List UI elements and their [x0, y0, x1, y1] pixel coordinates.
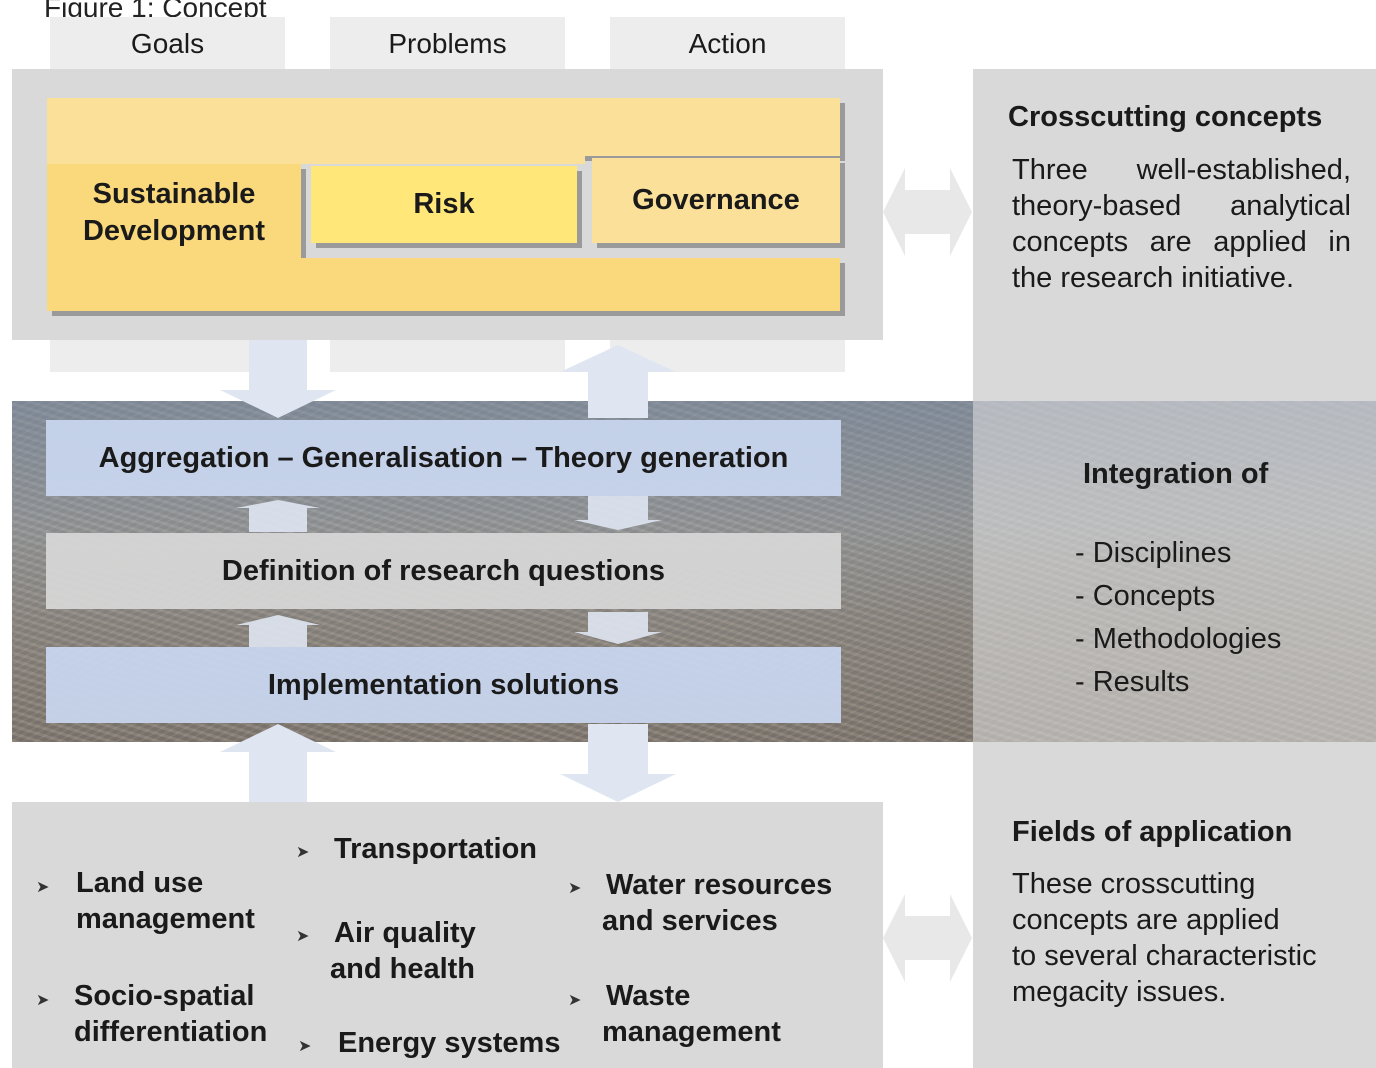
application-line: management	[602, 1016, 781, 1048]
concepts-bottom-band	[47, 258, 840, 311]
crosscutting-line: Three well-established,	[1012, 154, 1351, 186]
crosscutting-description: Three well-established, theory-based ana…	[1012, 152, 1351, 296]
fields-line: megacity issues.	[1012, 976, 1227, 1008]
application-socio-spatial: Socio-spatial differentiation	[74, 978, 267, 1050]
arrow-down-to-applications	[560, 724, 676, 802]
definition-bar: Definition of research questions	[46, 533, 841, 609]
fields-line: These crosscutting	[1012, 868, 1256, 900]
column-extension-problems	[330, 340, 565, 372]
application-line: Waste	[606, 980, 691, 1012]
arrow-up-to-concepts	[560, 345, 676, 418]
application-line: Transportation	[334, 833, 538, 865]
application-line: Energy systems	[338, 1027, 561, 1059]
application-line: Air quality	[334, 917, 476, 949]
integration-item: - Disciplines	[1075, 537, 1232, 569]
fields-description: These crosscutting concepts are applied …	[1012, 866, 1362, 1010]
sustainable-development-box: Sustainable Development	[47, 164, 301, 261]
double-arrow-crosscutting	[883, 168, 972, 256]
application-energy: Energy systems	[338, 1025, 560, 1061]
arrow-up-from-applications	[220, 724, 336, 802]
risk-box: Risk	[311, 166, 577, 243]
fields-line: concepts are applied	[1012, 904, 1280, 936]
application-water: Water resources and services	[602, 867, 832, 939]
concepts-frame-left	[47, 156, 585, 164]
concepts-bottom-left-fill	[47, 250, 301, 262]
implementation-label: Implementation solutions	[267, 668, 620, 701]
aggregation-bar: Aggregation – Generalisation – Theory ge…	[46, 420, 841, 496]
application-line: Socio-spatial	[74, 980, 255, 1012]
column-extension-goals	[50, 340, 285, 372]
application-line: differentiation	[74, 1016, 268, 1048]
crosscutting-line: theory-based analytical	[1012, 190, 1351, 222]
integration-item: - Concepts	[1075, 580, 1216, 612]
crosscutting-line: concepts are applied in	[1012, 226, 1351, 258]
crosscutting-line: the research initiative.	[1012, 262, 1295, 294]
implementation-bar: Implementation solutions	[46, 647, 841, 723]
arrow-up-to-aggregation	[236, 500, 320, 532]
definition-label: Definition of research questions	[221, 554, 666, 587]
arrow-down-from-concepts	[220, 340, 336, 418]
integration-overlay	[973, 401, 1376, 742]
governance-label: Governance	[632, 184, 800, 216]
application-air-quality: Air quality and health	[330, 915, 476, 987]
fields-title: Fields of application	[1012, 816, 1293, 848]
arrow-down-to-implementation	[574, 612, 662, 644]
sustainable-development-label: Sustainable Development	[82, 178, 266, 247]
aggregation-label: Aggregation – Generalisation – Theory ge…	[98, 441, 789, 474]
column-goals-label: Goals	[130, 28, 205, 59]
column-header-action: Action	[610, 17, 845, 71]
application-waste: Waste management	[602, 978, 781, 1050]
application-line: and services	[602, 905, 778, 937]
column-header-problems: Problems	[330, 17, 565, 71]
arrow-up-to-definition	[236, 615, 320, 647]
risk-label: Risk	[413, 188, 475, 220]
concepts-top-band	[47, 98, 840, 156]
application-line: management	[76, 903, 255, 935]
column-action-label: Action	[688, 28, 767, 59]
fields-line: to several characteristic	[1012, 940, 1317, 972]
integration-list: - Disciplines - Concepts - Methodologies…	[1075, 532, 1281, 704]
application-line: and health	[330, 953, 476, 985]
integration-title: Integration of	[1083, 458, 1269, 490]
integration-item: - Methodologies	[1075, 623, 1282, 655]
application-land-use: Land use management	[76, 865, 255, 937]
application-transportation: Transportation	[334, 831, 537, 867]
double-arrow-fields	[883, 894, 972, 982]
bullet-arrow-icon: ➤	[296, 844, 310, 861]
crosscutting-title: Crosscutting concepts	[1008, 101, 1323, 133]
bullet-arrow-icon: ➤	[296, 928, 310, 945]
bullet-arrow-icon: ➤	[36, 879, 50, 896]
bullet-arrow-icon: ➤	[298, 1038, 312, 1055]
column-header-goals: Goals	[50, 17, 285, 71]
bullet-arrow-icon: ➤	[568, 992, 582, 1009]
applications-panel	[12, 802, 883, 1068]
column-problems-label: Problems	[388, 28, 507, 59]
application-line: Water resources	[606, 869, 833, 901]
application-line: Land use	[76, 867, 204, 899]
governance-box: Governance	[592, 158, 840, 243]
bullet-arrow-icon: ➤	[568, 880, 582, 897]
integration-item: - Results	[1075, 666, 1190, 698]
bullet-arrow-icon: ➤	[36, 992, 50, 1009]
arrow-down-to-definition	[574, 496, 662, 530]
